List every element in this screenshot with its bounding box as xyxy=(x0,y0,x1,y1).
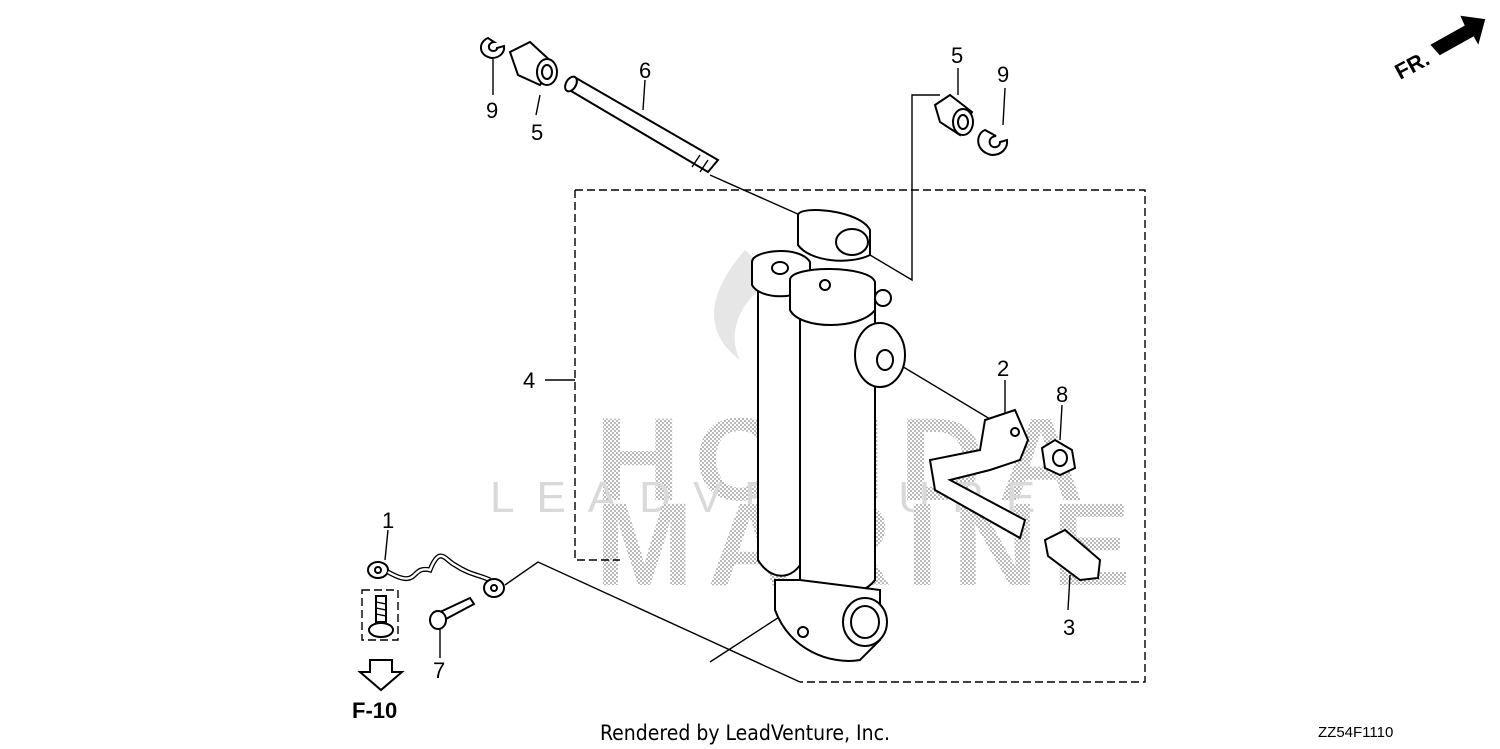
front-arrow-icon xyxy=(1430,15,1486,56)
arrow-down-icon xyxy=(357,659,405,692)
callout-5-left: 5 xyxy=(531,120,543,145)
callout-9-right: 9 xyxy=(997,62,1009,87)
leader-lines xyxy=(384,55,1071,683)
diagram-code: ZZ54F1110 xyxy=(1318,724,1393,741)
bracket-hole xyxy=(1010,427,1020,437)
callout-5-right: 5 xyxy=(951,43,963,68)
callout-6: 6 xyxy=(639,58,651,83)
pin-part xyxy=(564,75,720,174)
cylinder-part xyxy=(751,209,906,662)
eclip-left xyxy=(480,36,506,60)
bushing-right xyxy=(933,93,974,137)
pad-part xyxy=(1043,528,1102,582)
credit-text: Rendered by LeadVenture, Inc. xyxy=(600,721,890,745)
bracket-part xyxy=(928,408,1030,540)
callout-3: 3 xyxy=(1063,615,1075,640)
callout-4: 4 xyxy=(523,368,535,393)
callout-7: 7 xyxy=(433,658,445,683)
callout-1: 1 xyxy=(382,508,394,533)
assembly-box xyxy=(574,189,1146,683)
front-label: FR. xyxy=(1391,46,1434,85)
bushing-left xyxy=(508,40,558,87)
ref-box xyxy=(361,589,399,641)
callout-8: 8 xyxy=(1056,382,1068,407)
screw-part xyxy=(429,596,476,630)
front-arrow: FR. xyxy=(1391,15,1486,85)
eclip-right xyxy=(977,128,1009,157)
wire-part xyxy=(367,553,505,598)
bolt-part xyxy=(368,595,394,638)
callouts: 1 2 3 4 5 5 6 7 8 9 9 xyxy=(382,43,1075,683)
nut-part xyxy=(1040,438,1077,477)
ref-label: F-10 xyxy=(352,698,397,723)
callout-9-left: 9 xyxy=(486,98,498,123)
callout-2: 2 xyxy=(997,356,1009,381)
